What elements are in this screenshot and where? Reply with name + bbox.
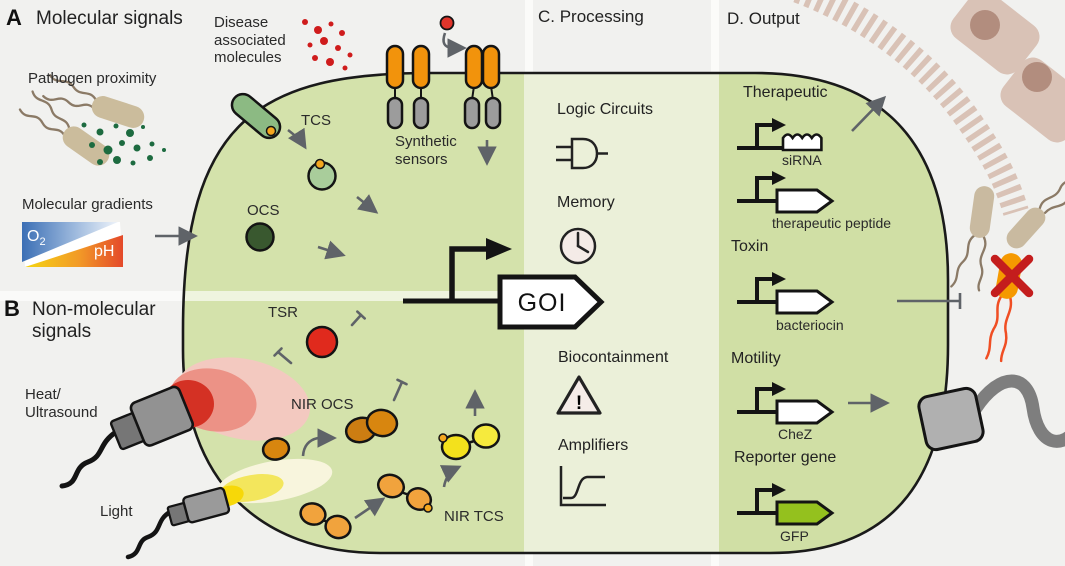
o2-label: O2 [27, 228, 46, 249]
sigmoid-curve-icon [559, 466, 606, 507]
tcs-signal-dot [265, 125, 277, 137]
epithelial-nucleus [1022, 62, 1052, 92]
molecular-gradients-label: Molecular gradients [22, 196, 153, 213]
toxin-inhibition-tbar [897, 293, 962, 309]
secretion-arrow [851, 95, 887, 132]
yellow-activated-dimer [438, 423, 501, 461]
therapeutic-heading: Therapeutic [743, 84, 828, 101]
biocontainment-label: Biocontainment [558, 349, 669, 366]
receptor-unit [411, 44, 431, 130]
warning-triangle-icon: ! [556, 375, 602, 415]
amplifiers-label: Amplifiers [558, 437, 629, 454]
ligand-binding-arrow [442, 32, 467, 58]
promoter-arrow [449, 246, 488, 301]
memory-label: Memory [557, 194, 615, 211]
pathogen-bacteria [18, 74, 145, 166]
pathogen-proximity-label: Pathogen proximity [28, 70, 157, 87]
flagellum [969, 374, 1065, 448]
gene-arrow [775, 188, 835, 214]
logic-circuits-label: Logic Circuits [557, 101, 654, 118]
heat-probe [59, 385, 195, 489]
motility-heading: Motility [731, 350, 781, 367]
panel-a-title: Molecular signals [36, 8, 183, 29]
panel-b-letter: B [4, 296, 20, 321]
synthetic-sensors-label: Synthetic sensors [395, 133, 457, 168]
heat-ultrasound-label: Heat/ Ultrasound [25, 386, 98, 421]
o2-ph-gradient [22, 222, 123, 267]
light-beam [212, 458, 333, 507]
disease-molecule-dots [302, 19, 353, 71]
tcs-label: TCS [301, 112, 331, 129]
ph-gradient-triangle [25, 235, 123, 267]
and-gate-icon [556, 137, 608, 170]
light-label: Light [100, 503, 133, 520]
gfp-construct [737, 483, 835, 526]
reporter-gene-heading: Reporter gene [734, 449, 837, 466]
epithelial-tissue [793, 0, 1065, 216]
nir-tcs-pair-active [376, 473, 433, 513]
free-ligand-dot [439, 15, 455, 31]
o2-gradient-triangle [22, 222, 118, 262]
bacteriocin-construct [737, 272, 835, 315]
gfp-label: GFP [780, 528, 809, 544]
ph-label: pH [94, 243, 115, 260]
nir-tcs-label: NIR TCS [444, 508, 504, 525]
signal-arrow [356, 194, 379, 214]
epithelial-nucleus [970, 10, 1000, 40]
signal-arrow [354, 497, 386, 520]
nir-tcs-pair-inactive [299, 502, 352, 540]
gene-arrow [775, 399, 835, 425]
goi-label: GOI [517, 289, 567, 317]
warning-exclamation: ! [576, 393, 582, 414]
synthetic-sensor-receptors [385, 15, 502, 166]
probe-cable [125, 509, 173, 560]
nir-ocs-dimer [344, 408, 399, 444]
ab-divider [0, 291, 524, 301]
probe-cable [59, 429, 119, 489]
chez-label: CheZ [778, 426, 813, 442]
nir-ocs-monomer [261, 437, 291, 461]
panel-d-title: D. Output [727, 9, 800, 28]
clock-icon [559, 227, 597, 265]
cell-membrane [181, 71, 950, 555]
output-band [719, 73, 948, 553]
panel-a-letter: A [6, 5, 22, 30]
sirna-construct [737, 118, 823, 152]
panel-c-title: C. Processing [538, 7, 644, 26]
dimerization-arrow [301, 428, 337, 457]
sirna-glyph [781, 133, 823, 152]
activation-arrow [439, 465, 462, 488]
receptor-unit [385, 44, 405, 130]
goi-gene [497, 274, 605, 330]
chez-construct [737, 382, 835, 425]
inhibition-tbars [273, 310, 408, 402]
tcs-protein-dot [314, 158, 326, 170]
bacteriocin-label: bacteriocin [776, 317, 844, 333]
ligand-bound-receptor [463, 44, 502, 130]
brush-border-microvilli [793, 0, 1029, 216]
target-bacteria [950, 169, 1065, 292]
therapeutic-peptide-construct [737, 171, 835, 214]
promoter-goi [403, 238, 605, 330]
tsr-protein [305, 325, 339, 359]
nir-ocs-label: NIR OCS [291, 396, 354, 413]
sirna-label: siRNA [782, 152, 822, 168]
toxin-heading: Toxin [731, 238, 769, 255]
gfp-gene-arrow [775, 500, 835, 526]
killed-bacterium [985, 253, 1034, 363]
disease-molecules-label: Disease associated molecules [214, 14, 286, 67]
red-x-icon [990, 254, 1034, 298]
therapeutic-peptide-label: therapeutic peptide [772, 215, 892, 231]
panel-b-title: Non-molecular signals [32, 299, 156, 343]
tsr-label: TSR [268, 304, 298, 321]
flagellar-motor [917, 386, 985, 452]
ocs-label: OCS [247, 202, 280, 219]
signal-arrow [317, 240, 346, 260]
ocs-protein [245, 222, 275, 252]
gene-arrow [775, 289, 835, 315]
light-probe [125, 486, 231, 560]
quorum-signal-dots [81, 122, 166, 166]
tcs-arrow [287, 127, 307, 150]
